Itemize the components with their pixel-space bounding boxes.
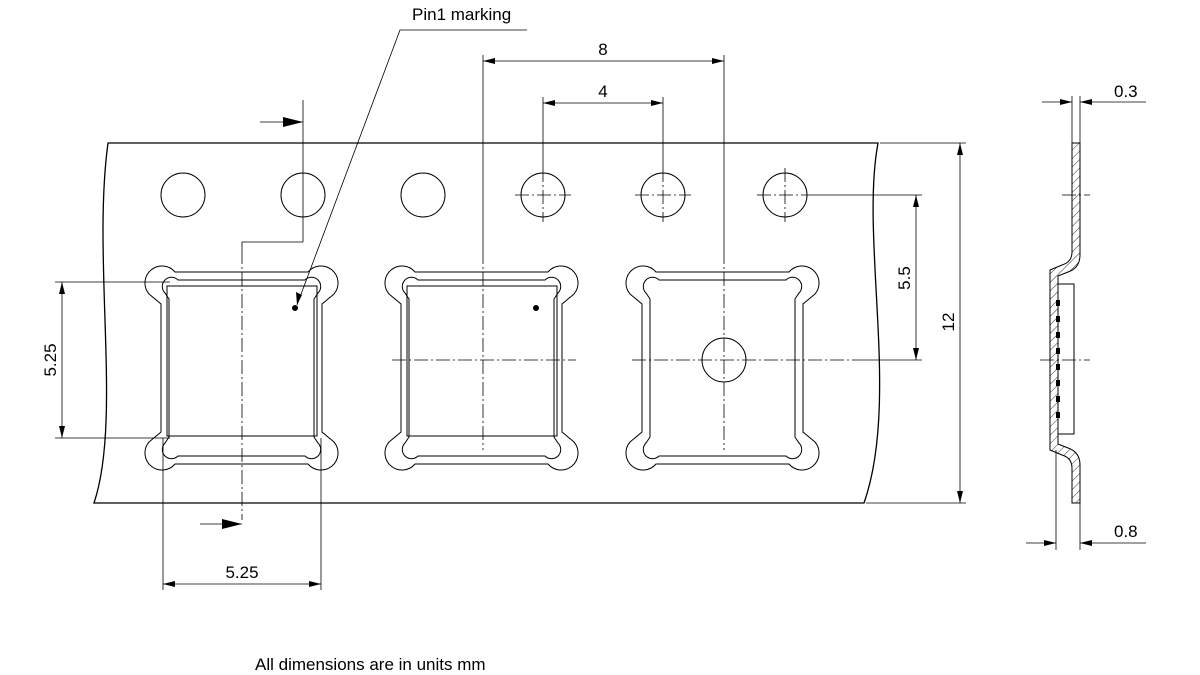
pin1-dot	[292, 305, 298, 311]
offset-arrows	[200, 100, 304, 529]
pin1-marking-label: Pin1 marking	[412, 5, 511, 24]
pocket-1	[144, 265, 339, 471]
pocket-width-label: 5.25	[225, 563, 258, 582]
thickness-dimension: 0.3	[1042, 82, 1146, 143]
pocket-height-dimension: 5.25	[41, 281, 170, 439]
dim-5-5-label: 5.5	[895, 266, 914, 290]
pitch-8-dimension: 8	[482, 40, 725, 250]
pitch-8-label: 8	[598, 40, 607, 59]
tape-outline	[93, 142, 881, 504]
sprocket-hole	[400, 172, 446, 218]
pocket-centerlines	[241, 250, 860, 520]
pocket-width-dimension: 5.25	[162, 438, 322, 590]
side-section-view	[1040, 142, 1090, 504]
pin1-dot	[533, 305, 539, 311]
pocket-2	[384, 265, 579, 471]
sprocket-centerlines	[515, 168, 813, 222]
sprocket-hole	[160, 172, 206, 218]
pitch-4-dimension: 4	[542, 82, 664, 168]
dim-12-label: 12	[939, 313, 958, 332]
dim-5-5: 5.5	[813, 194, 922, 361]
pin1-leader: Pin1 marking	[296, 5, 527, 306]
pocket-3	[625, 265, 820, 471]
units-note: All dimensions are in units mm	[255, 655, 486, 674]
dim-12: 12	[866, 142, 966, 504]
thickness-label: 0.3	[1114, 82, 1138, 101]
component-leads	[1056, 300, 1060, 418]
pitch-4-label: 4	[598, 82, 607, 101]
pocket-height-label: 5.25	[41, 343, 60, 376]
depth-dimension: 0.8	[1026, 450, 1146, 550]
sprocket-holes	[160, 172, 808, 218]
depth-label: 0.8	[1114, 522, 1138, 541]
